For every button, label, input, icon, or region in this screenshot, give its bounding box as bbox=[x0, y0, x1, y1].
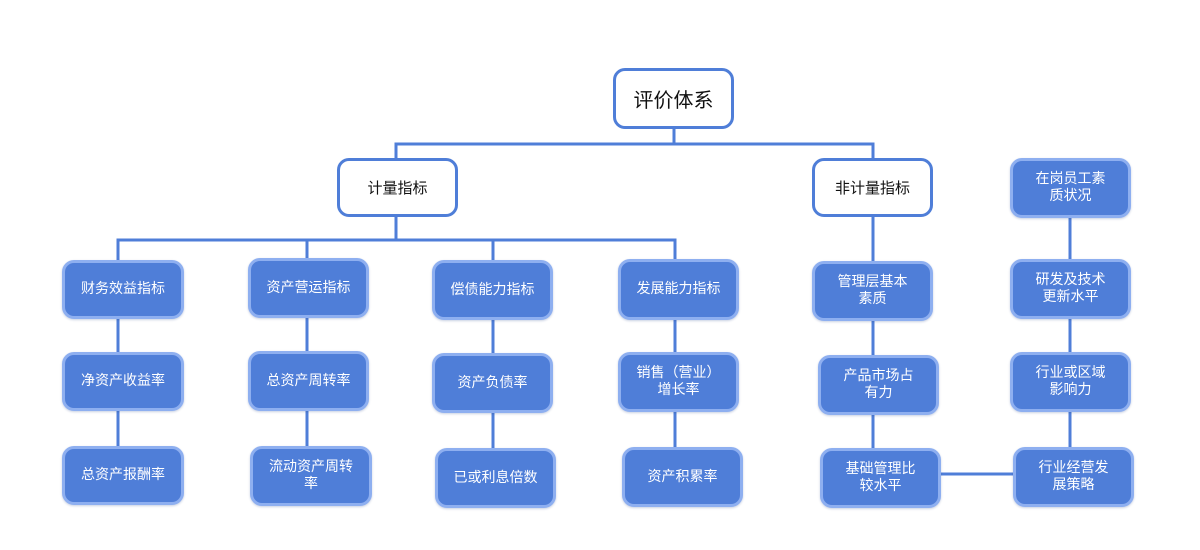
non-quantitative-indicators-label: 非计量指标 bbox=[834, 179, 910, 197]
indicator-label: 资产营运指标 bbox=[266, 279, 351, 296]
indicator-node: 总资产周转率 bbox=[248, 351, 369, 411]
indicator-node: 资产积累率 bbox=[622, 447, 743, 507]
indicator-node: 流动资产周转率 bbox=[250, 446, 372, 506]
indicator-node: 资产营运指标 bbox=[248, 258, 369, 318]
root-node-label: 评价体系 bbox=[633, 88, 714, 112]
indicator-label: 产品市场占 有力 bbox=[843, 368, 914, 401]
indicator-label: 研发及技术 更新水平 bbox=[1035, 272, 1106, 305]
indicator-node: 基础管理比 较水平 bbox=[820, 448, 941, 508]
indicator-node: 行业或区域 影响力 bbox=[1010, 352, 1131, 412]
root-node: 评价体系 bbox=[613, 68, 734, 129]
indicator-label: 流动资产周转率 bbox=[269, 459, 353, 492]
indicator-label: 总资产周转率 bbox=[266, 372, 351, 389]
indicator-label: 总资产报酬率 bbox=[81, 467, 165, 483]
indicator-node: 发展能力指标 bbox=[618, 259, 739, 320]
indicator-label: 净资产收益率 bbox=[81, 373, 165, 389]
indicator-label: 行业或区域 影响力 bbox=[1035, 365, 1106, 398]
indicator-label: 偿债能力指标 bbox=[450, 281, 535, 298]
indicator-label: 基础管理比 较水平 bbox=[845, 461, 916, 494]
connector-quant-bus bbox=[116, 238, 677, 260]
indicator-label: 已或利息倍数 bbox=[453, 469, 538, 486]
indicator-label: 发展能力指标 bbox=[636, 281, 721, 297]
indicator-node: 管理层基本 素质 bbox=[812, 261, 933, 321]
indicator-node: 已或利息倍数 bbox=[435, 448, 556, 508]
indicator-label: 销售（营业） 增长率 bbox=[636, 365, 721, 398]
indicator-label: 资产负债率 bbox=[457, 374, 528, 391]
indicator-node: 净资产收益率 bbox=[62, 352, 184, 411]
indicator-node: 财务效益指标 bbox=[62, 260, 184, 319]
indicator-label: 管理层基本 素质 bbox=[837, 274, 908, 307]
indicator-node: 总资产报酬率 bbox=[62, 446, 184, 505]
indicator-node: 资产负债率 bbox=[432, 353, 553, 413]
indicator-node: 在岗员工素 质状况 bbox=[1010, 158, 1131, 218]
non-quantitative-indicators-node: 非计量指标 bbox=[812, 158, 933, 217]
indicator-label: 资产积累率 bbox=[647, 468, 718, 485]
indicator-node: 产品市场占 有力 bbox=[818, 355, 939, 415]
indicator-node: 销售（营业） 增长率 bbox=[618, 352, 739, 412]
quantitative-indicators-node: 计量指标 bbox=[337, 158, 458, 217]
quantitative-indicators-label: 计量指标 bbox=[367, 179, 428, 197]
indicator-node: 研发及技术 更新水平 bbox=[1010, 259, 1131, 319]
indicator-node: 行业经营发 展策略 bbox=[1013, 447, 1134, 507]
indicator-node: 偿债能力指标 bbox=[432, 260, 553, 320]
indicator-label: 财务效益指标 bbox=[81, 281, 165, 297]
connector-root-to-level1 bbox=[394, 142, 875, 158]
indicator-label: 在岗员工素 质状况 bbox=[1035, 171, 1106, 204]
indicator-label: 行业经营发 展策略 bbox=[1038, 460, 1109, 493]
